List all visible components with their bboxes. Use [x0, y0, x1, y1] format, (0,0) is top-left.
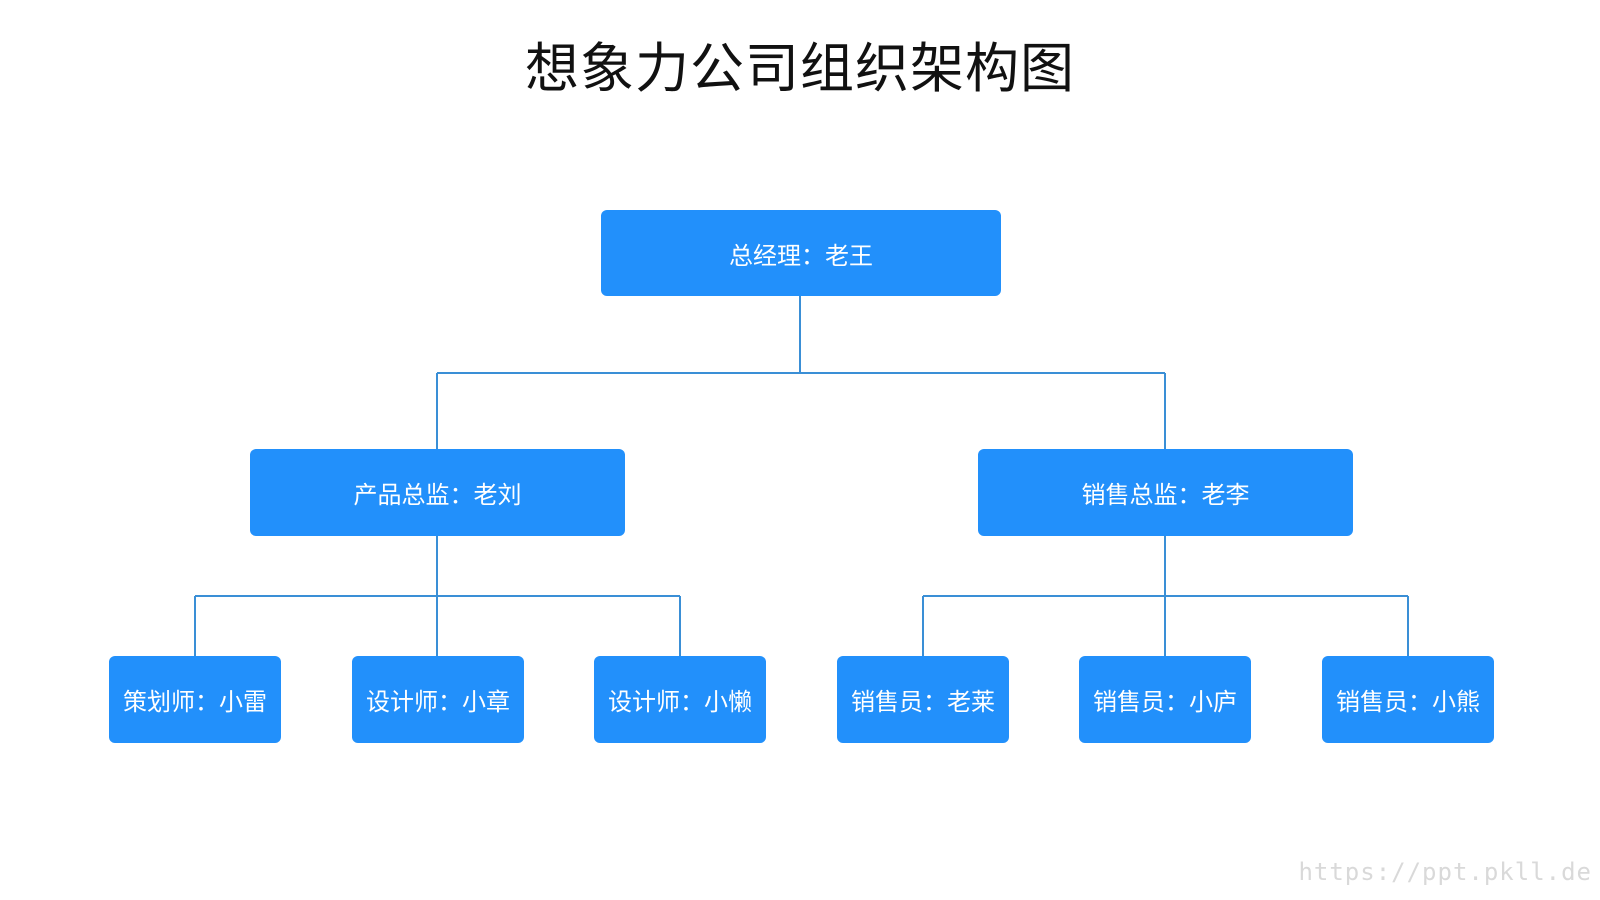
- node-sales-director[interactable]: 销售总监：老李: [978, 449, 1353, 536]
- node-product-director[interactable]: 产品总监：老刘: [250, 449, 625, 536]
- node-ceo[interactable]: 总经理：老王: [601, 210, 1001, 296]
- node-sales-2[interactable]: 销售员：小庐: [1079, 656, 1251, 743]
- node-sales-1[interactable]: 销售员：老莱: [837, 656, 1009, 743]
- node-planner[interactable]: 策划师：小雷: [109, 656, 281, 743]
- page-title: 想象力公司组织架构图: [525, 37, 1075, 100]
- node-designer-2[interactable]: 设计师：小懒: [594, 656, 766, 743]
- node-sales-3[interactable]: 销售员：小熊: [1322, 656, 1494, 743]
- watermark-url: https://ppt.pkll.de: [1298, 858, 1592, 886]
- node-designer-1[interactable]: 设计师：小章: [352, 656, 524, 743]
